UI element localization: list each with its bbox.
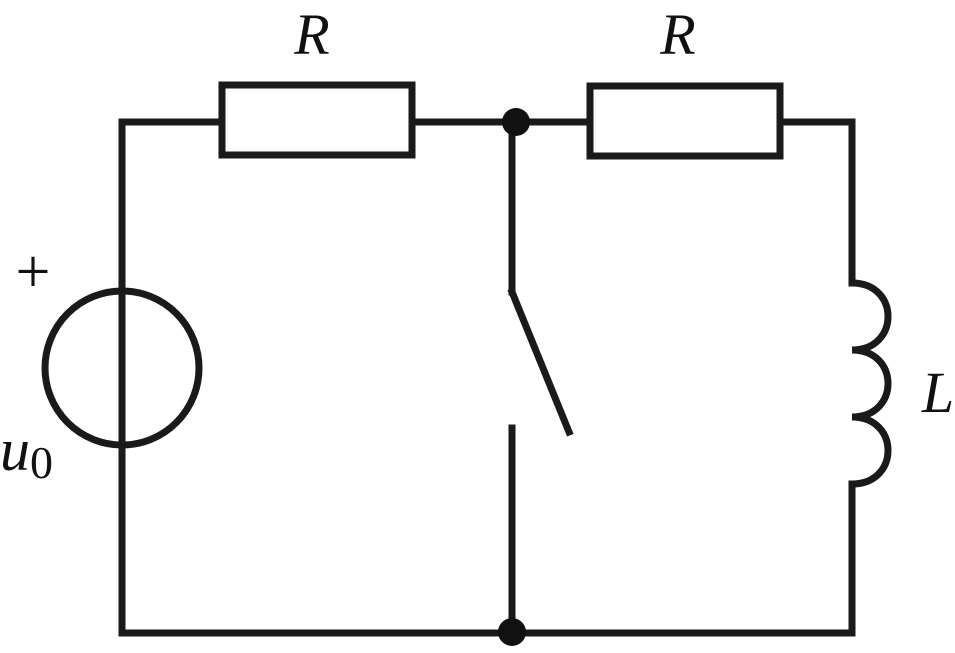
top-junction-dot (502, 108, 530, 136)
resistor-left-label: R (293, 2, 329, 67)
resistor-left (218, 81, 416, 159)
right-top-wire (776, 118, 856, 287)
resistor-right-label: R (659, 2, 695, 67)
source-label-symbol: u (0, 417, 30, 483)
source-plus-label: + (16, 238, 51, 306)
inductor-coil (851, 279, 892, 488)
source-label-subscript: 0 (30, 437, 53, 488)
left-wire (118, 118, 516, 637)
source-label: u0 (0, 417, 53, 488)
resistor-right (586, 82, 784, 160)
switch-blade (507, 287, 574, 437)
right-bottom-wire (508, 480, 856, 637)
voltage-source (41, 287, 203, 449)
bottom-junction-dot (498, 618, 526, 646)
inductor-label: L (921, 360, 954, 425)
